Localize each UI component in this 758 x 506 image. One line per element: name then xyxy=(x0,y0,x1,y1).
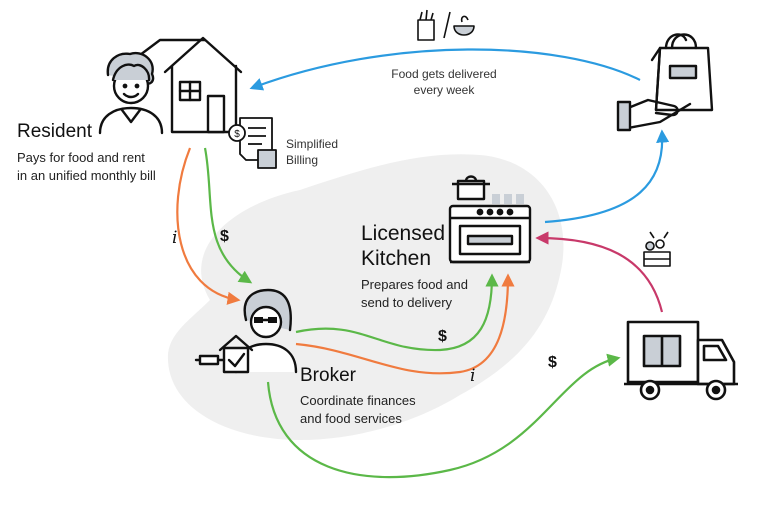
kitchen-stove-icon xyxy=(448,175,532,264)
supply-arrow-to-kitchen xyxy=(535,231,664,313)
kitchen-desc-line2: send to delivery xyxy=(361,295,453,310)
billing-label-line1: Simplified xyxy=(286,137,339,151)
shopping-bag-icon xyxy=(616,33,714,132)
kitchen-desc-line1: Prepares food and xyxy=(361,277,468,292)
kitchen-title-line2: Kitchen xyxy=(361,247,432,270)
money-arrow-broker-truck xyxy=(266,353,621,479)
kitchen-title-line1: Licensed xyxy=(361,222,446,245)
broker-desc-line1: Coordinate finances xyxy=(300,393,416,408)
resident-icon xyxy=(98,36,243,135)
info-arrow-broker-kitchen xyxy=(295,273,515,375)
broker-desc-line2: and food services xyxy=(300,411,402,426)
food-icons xyxy=(417,9,475,41)
broker-icon xyxy=(194,288,298,374)
money-symbol-resident-broker: $ xyxy=(220,228,229,245)
delivery-arrow-to-resident xyxy=(249,48,641,91)
produce-crate-icon xyxy=(643,231,671,267)
billing-label-line2: Billing xyxy=(286,153,319,167)
money-symbol-broker-truck: $ xyxy=(548,354,557,371)
delivery-label-line1: Food gets delivered xyxy=(391,67,497,81)
delivery-truck-icon xyxy=(624,320,738,401)
billing-icon: $ xyxy=(228,117,277,169)
money-symbol-broker-kitchen: $ xyxy=(438,328,447,345)
resident-title: Resident xyxy=(17,121,92,142)
money-arrow-broker-kitchen xyxy=(295,273,499,352)
info-symbol-broker-kitchen: i xyxy=(470,366,476,386)
info-arrow-resident-broker xyxy=(176,147,241,305)
resident-desc-line2: in an unified monthly bill xyxy=(17,168,156,183)
money-arrow-resident-broker xyxy=(203,147,253,284)
delivery-arrow-to-bag xyxy=(544,129,670,224)
svg-text:$: $ xyxy=(234,129,240,140)
broker-title: Broker xyxy=(300,365,356,386)
delivery-label-line2: every week xyxy=(413,83,475,97)
resident-desc-line1: Pays for food and rent xyxy=(17,150,145,165)
info-symbol-resident-broker: i xyxy=(172,228,178,248)
